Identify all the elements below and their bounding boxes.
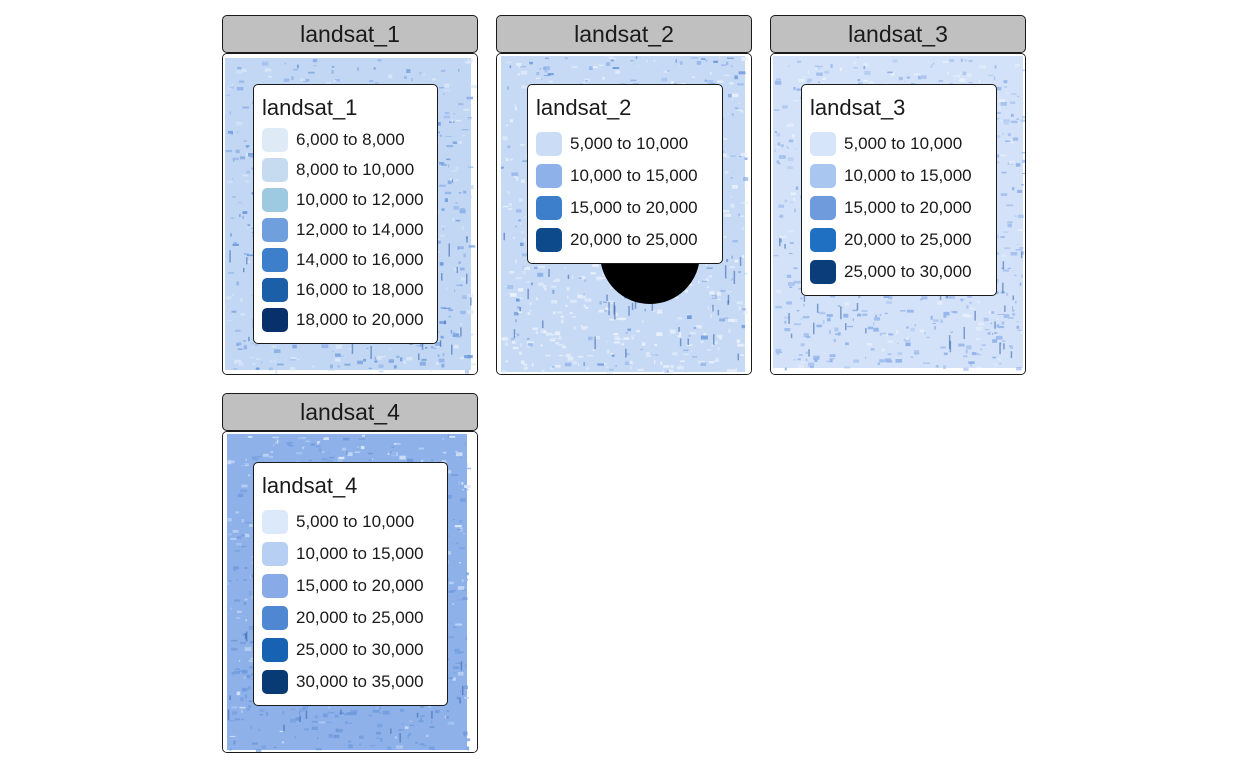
legend-label: 15,000 to 20,000 — [296, 576, 424, 595]
legend-label: 16,000 to 18,000 — [296, 280, 424, 299]
facet-strip-title: landsat_4 — [222, 393, 478, 431]
legend-swatch — [262, 248, 288, 272]
legend-item: 25,000 to 30,000 — [810, 257, 972, 287]
legend-item: 30,000 to 35,000 — [262, 667, 424, 697]
legend-label: 5,000 to 10,000 — [570, 134, 689, 153]
legend-label: 10,000 to 15,000 — [844, 166, 972, 185]
facet-strip-title: landsat_2 — [496, 15, 752, 53]
legend-label: 14,000 to 16,000 — [296, 250, 424, 269]
legend-label: 25,000 to 30,000 — [844, 262, 972, 281]
legend-label: 10,000 to 12,000 — [296, 190, 424, 209]
legend-item: 5,000 to 10,000 — [810, 129, 962, 159]
facet-strip-title: landsat_1 — [222, 15, 478, 53]
legend-item: 8,000 to 10,000 — [262, 155, 414, 185]
map-frame: landsat_4 5,000 to 10,000 10,000 to 15,0… — [222, 431, 478, 753]
map-legend: landsat_3 5,000 to 10,000 10,000 to 15,0… — [801, 84, 997, 296]
legend-item: 20,000 to 25,000 — [536, 225, 698, 255]
legend-item: 14,000 to 16,000 — [262, 245, 424, 275]
legend-item: 15,000 to 20,000 — [536, 193, 698, 223]
legend-label: 5,000 to 10,000 — [296, 512, 415, 531]
legend-item: 25,000 to 30,000 — [262, 635, 424, 665]
legend-label: 30,000 to 35,000 — [296, 672, 424, 691]
legend-label: 6,000 to 8,000 — [296, 130, 405, 149]
legend-swatch — [262, 218, 288, 242]
legend-item: 20,000 to 25,000 — [810, 225, 972, 255]
legend-swatch — [262, 188, 288, 212]
legend-item: 10,000 to 15,000 — [536, 161, 698, 191]
map-frame: landsat_1 6,000 to 8,000 8,000 to 10,000… — [222, 53, 478, 375]
legend-swatch — [810, 164, 836, 188]
legend-swatch — [536, 164, 562, 188]
legend-swatch — [262, 670, 288, 694]
legend-swatch — [810, 260, 836, 284]
legend-title: landsat_3 — [810, 95, 906, 120]
legend-label: 25,000 to 30,000 — [296, 640, 424, 659]
legend-swatch — [536, 228, 562, 252]
legend-label: 12,000 to 14,000 — [296, 220, 424, 239]
map-legend: landsat_4 5,000 to 10,000 10,000 to 15,0… — [253, 462, 448, 706]
legend-label: 20,000 to 25,000 — [296, 608, 424, 627]
legend-title: landsat_4 — [262, 473, 358, 498]
legend-item: 10,000 to 15,000 — [810, 161, 972, 191]
legend-swatch — [262, 574, 288, 598]
legend-swatch — [262, 158, 288, 182]
legend-swatch — [262, 128, 288, 152]
legend-swatch — [262, 308, 288, 332]
legend-label: 15,000 to 20,000 — [570, 198, 698, 217]
legend-swatch — [262, 606, 288, 630]
legend-item: 18,000 to 20,000 — [262, 305, 424, 335]
legend-label: 8,000 to 10,000 — [296, 160, 415, 179]
legend-swatch — [262, 510, 288, 534]
legend-swatch — [536, 196, 562, 220]
legend-label: 18,000 to 20,000 — [296, 310, 424, 329]
map-legend: landsat_2 5,000 to 10,000 10,000 to 15,0… — [527, 84, 723, 264]
map-frame: landsat_3 5,000 to 10,000 10,000 to 15,0… — [770, 53, 1026, 375]
legend-item: 15,000 to 20,000 — [810, 193, 972, 223]
legend-item: 5,000 to 10,000 — [536, 129, 688, 159]
legend-label: 15,000 to 20,000 — [844, 198, 972, 217]
legend-swatch — [262, 542, 288, 566]
legend-swatch — [810, 196, 836, 220]
map-legend: landsat_1 6,000 to 8,000 8,000 to 10,000… — [253, 84, 438, 344]
legend-label: 10,000 to 15,000 — [570, 166, 698, 185]
legend-swatch — [262, 278, 288, 302]
legend-item: 10,000 to 15,000 — [262, 539, 424, 569]
legend-title: landsat_2 — [536, 95, 632, 120]
legend-item: 16,000 to 18,000 — [262, 275, 424, 305]
legend-item: 15,000 to 20,000 — [262, 571, 424, 601]
legend-swatch — [262, 638, 288, 662]
legend-item: 5,000 to 10,000 — [262, 507, 414, 537]
legend-title: landsat_1 — [262, 95, 358, 120]
legend-item: 12,000 to 14,000 — [262, 215, 424, 245]
legend-label: 5,000 to 10,000 — [844, 134, 963, 153]
legend-swatch — [810, 228, 836, 252]
legend-item: 6,000 to 8,000 — [262, 125, 405, 155]
legend-swatch — [536, 132, 562, 156]
legend-item: 10,000 to 12,000 — [262, 185, 424, 215]
legend-swatch — [810, 132, 836, 156]
legend-label: 10,000 to 15,000 — [296, 544, 424, 563]
legend-label: 20,000 to 25,000 — [844, 230, 972, 249]
legend-label: 20,000 to 25,000 — [570, 230, 698, 249]
facet-strip-title: landsat_3 — [770, 15, 1026, 53]
legend-item: 20,000 to 25,000 — [262, 603, 424, 633]
map-frame: landsat_2 5,000 to 10,000 10,000 to 15,0… — [496, 53, 752, 375]
